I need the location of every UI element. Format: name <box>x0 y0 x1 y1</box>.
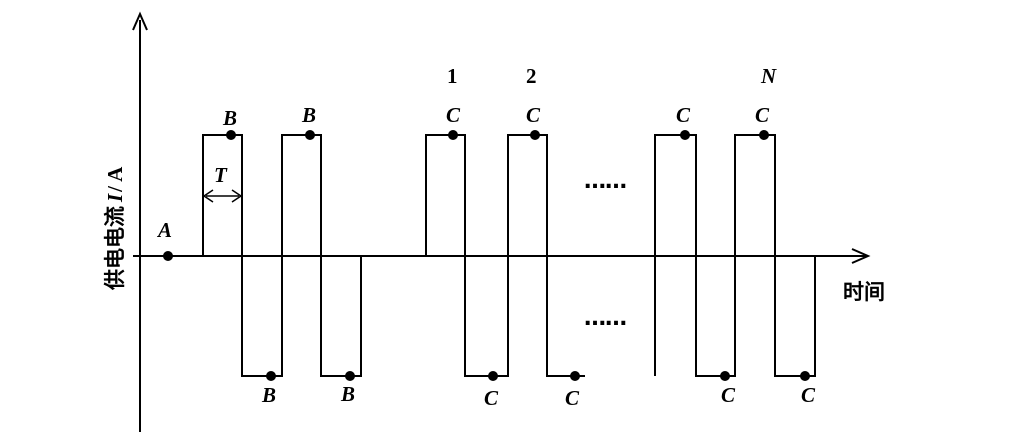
point-c-neg-4 <box>800 371 810 381</box>
period-marker: T <box>202 163 243 203</box>
waveform-c-group-n <box>654 134 816 377</box>
point-c-neg-3 <box>720 371 730 381</box>
label-c-pos-2: C <box>526 103 541 127</box>
label-c-pos-1: C <box>446 103 461 127</box>
label-c-pos-3: C <box>676 103 691 127</box>
label-c-pos-4: C <box>755 103 770 127</box>
label-c-neg-3: C <box>721 383 736 407</box>
y-axis-label-cjk: 供电电流 <box>103 206 127 291</box>
period-label: T <box>214 163 228 187</box>
point-b-neg-2 <box>345 371 355 381</box>
y-axis-arrow <box>132 11 148 31</box>
point-c-neg-1 <box>488 371 498 381</box>
point-b-neg-1 <box>266 371 276 381</box>
x-axis-label: 时间 <box>843 280 885 304</box>
ellipsis-bottom: …… <box>584 306 626 331</box>
x-axis-arrow <box>851 248 871 264</box>
cycle-label-n: N <box>760 64 777 88</box>
cycle-label-2: 2 <box>526 64 537 88</box>
y-axis-label-text: 供电电流 I/ A <box>103 166 127 291</box>
period-arrow-left-head <box>202 189 214 203</box>
waveform-b-group <box>202 134 362 377</box>
label-b-neg-1: B <box>261 383 276 407</box>
label-c-neg-1: C <box>484 386 499 410</box>
ellipsis-top: …… <box>584 169 626 194</box>
y-axis-label-symbol: I <box>103 193 127 203</box>
cycle-labels: 1 2 N <box>447 64 777 88</box>
point-b-pos-1 <box>226 130 236 140</box>
point-a <box>163 251 173 261</box>
point-c-pos-3 <box>680 130 690 140</box>
axes <box>132 11 871 432</box>
waveforms <box>202 134 816 377</box>
label-b-neg-2: B <box>340 382 355 406</box>
point-c-pos-4 <box>759 130 769 140</box>
label-a: A <box>156 218 172 242</box>
point-labels: A B B B B C C C C C C C C <box>156 103 816 410</box>
label-c-neg-2: C <box>565 386 580 410</box>
cycle-label-1: 1 <box>447 64 458 88</box>
y-axis-label: 供电电流 I/ A <box>103 166 127 291</box>
point-c-neg-2 <box>570 371 580 381</box>
label-c-neg-4: C <box>801 383 816 407</box>
point-c-pos-1 <box>448 130 458 140</box>
point-c-pos-2 <box>530 130 540 140</box>
y-axis-label-unit: / A <box>103 166 127 193</box>
period-arrow-right-head <box>231 189 243 203</box>
label-b-pos-2: B <box>301 103 316 127</box>
waveform-c-group-1-2 <box>425 134 585 377</box>
label-b-pos-1: B <box>222 106 237 130</box>
point-b-pos-2 <box>305 130 315 140</box>
sample-points <box>163 130 810 381</box>
